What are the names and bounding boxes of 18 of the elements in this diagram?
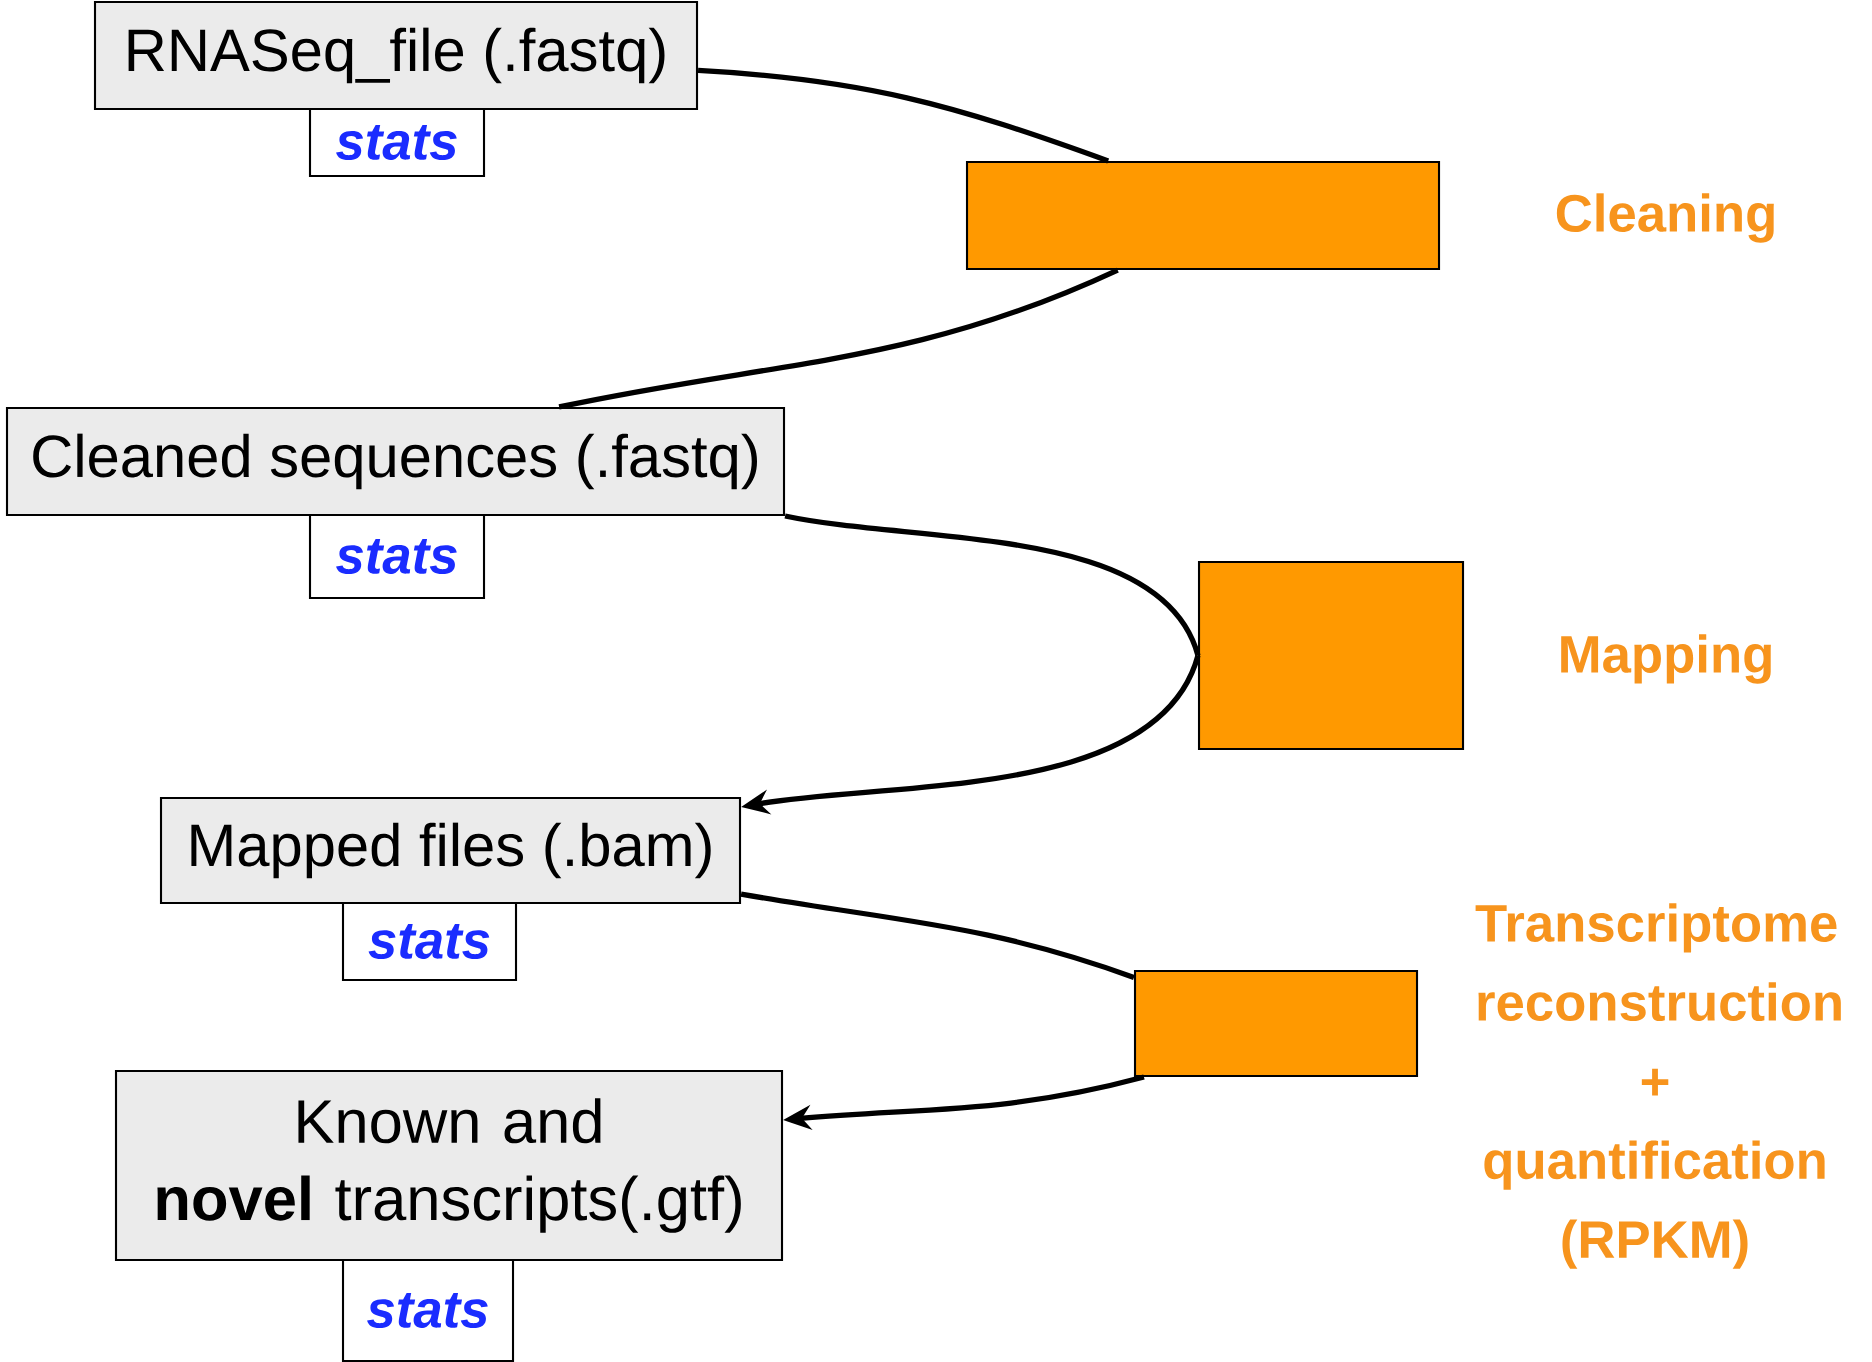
connector <box>697 67 1110 164</box>
step-label: Mapping <box>1561 634 1771 684</box>
file-box: RNASeq_file (.fastq) <box>93 0 699 111</box>
connector <box>784 513 1201 657</box>
connector <box>740 891 1135 980</box>
file-box: Known and novel transcripts(.gtf) <box>114 1069 784 1262</box>
tool-box <box>1197 560 1465 751</box>
file-box: Mapped files (.bam) <box>159 796 742 905</box>
stats-box: stats <box>341 1258 515 1362</box>
tool-box <box>1133 969 1419 1078</box>
step-label: Cleaning <box>1556 193 1774 243</box>
stats-box: stats <box>308 107 486 178</box>
file-box: Cleaned sequences (.fastq) <box>5 406 786 517</box>
stats-box: stats <box>308 513 486 600</box>
stats-box: stats <box>341 901 518 982</box>
connector <box>558 267 1119 410</box>
step-label: Transcriptome reconstruction + quantification (RPKM) <box>1475 903 1841 1269</box>
tool-box <box>965 160 1441 271</box>
